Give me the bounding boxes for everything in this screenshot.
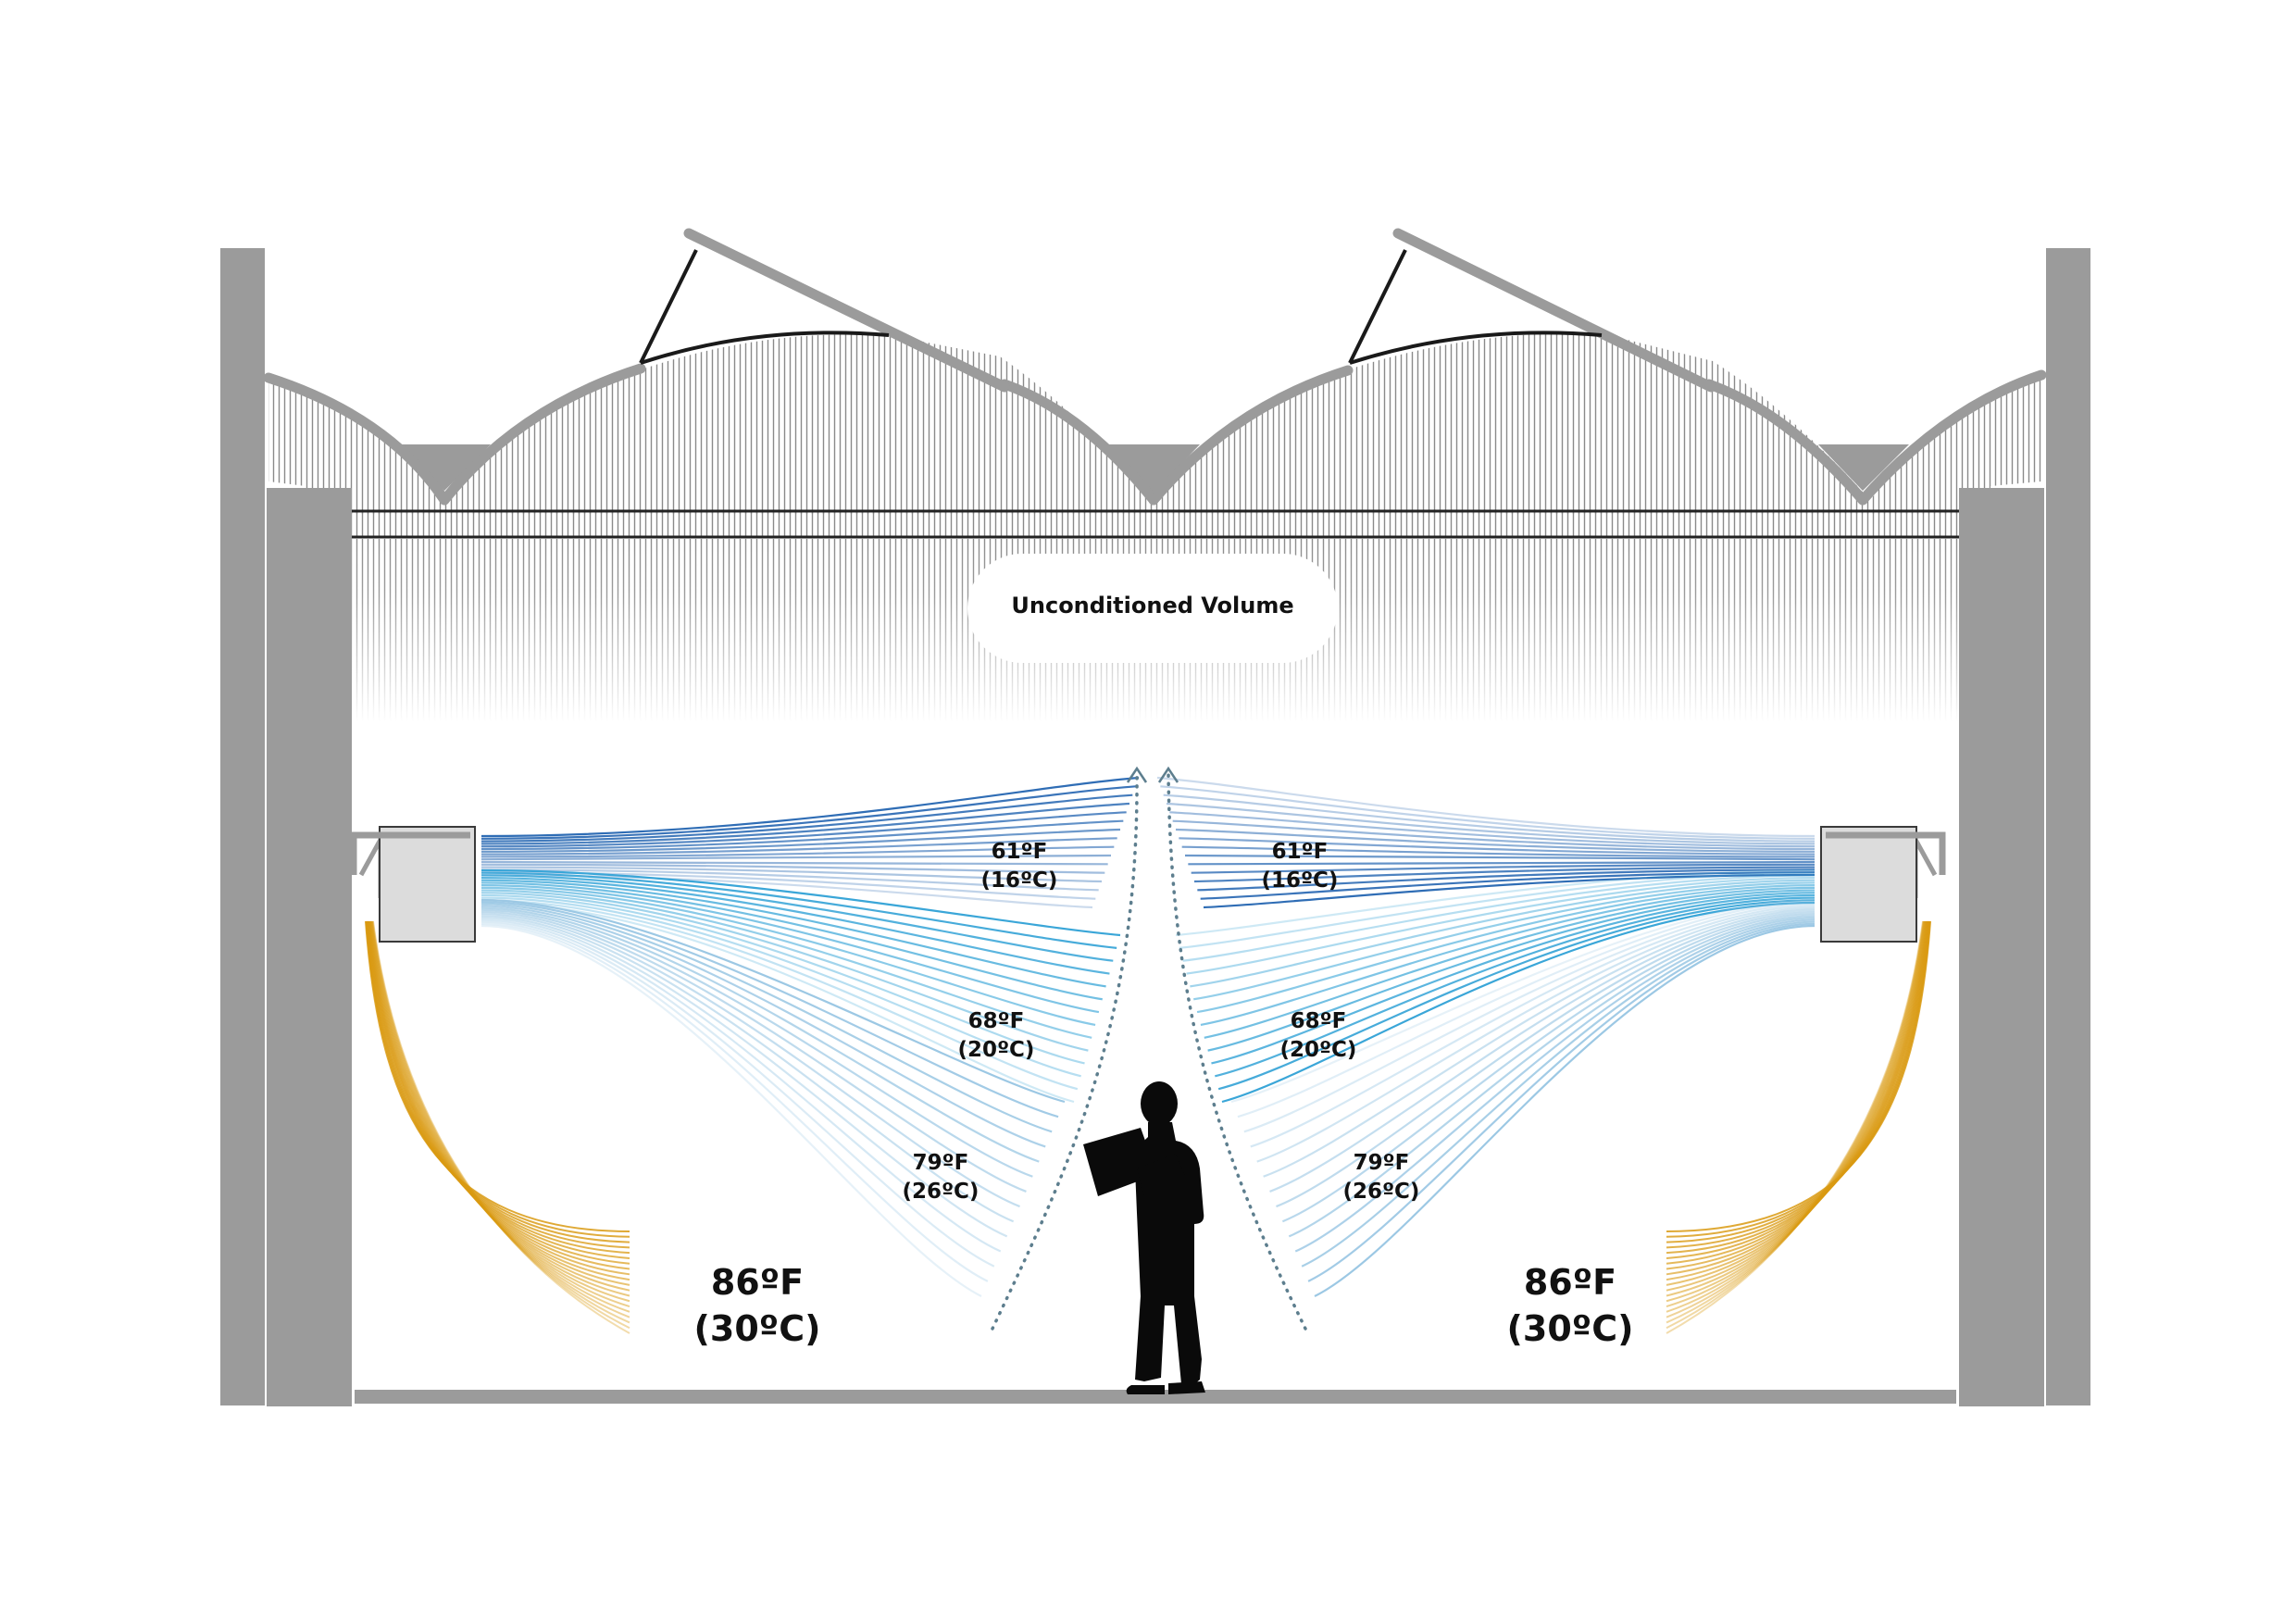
inner-wall-left	[267, 488, 352, 1406]
temperature-labels-right: 61ºF (16ºC) 68ºF (20ºC) 79ºF (26ºC) 86ºF…	[1262, 840, 1634, 1349]
plume-arrowhead-icon	[1126, 766, 1148, 783]
svg-text:(30ºC): (30ºC)	[1507, 1308, 1634, 1349]
air-streams	[480, 776, 1816, 1297]
cool-air-stream-r	[1175, 868, 1816, 1104]
svg-text:79ºF: 79ºF	[913, 1151, 969, 1175]
svg-text:68ºF: 68ºF	[1291, 1009, 1347, 1033]
ceiling-beam	[306, 509, 2004, 539]
svg-text:61ºF: 61ºF	[992, 840, 1048, 864]
svg-text:(30ºC): (30ºC)	[694, 1308, 821, 1349]
heat-streams	[365, 920, 1931, 1334]
plume-dotted-line	[991, 771, 1139, 1330]
svg-text:86ºF: 86ºF	[711, 1262, 804, 1303]
inner-wall-right	[1959, 488, 2044, 1406]
svg-text:79ºF: 79ºF	[1354, 1151, 1410, 1175]
outer-column-right	[2046, 248, 2090, 1405]
svg-text:(20ºC): (20ºC)	[1280, 1038, 1357, 1062]
person-silhouette-icon	[1083, 1081, 1205, 1394]
temperature-labels-left: 61ºF (16ºC) 68ºF (20ºC) 79ºF (26ºC) 86ºF…	[694, 840, 1058, 1349]
gutter-triangle-right	[1818, 444, 1909, 491]
roof-void-hatch	[268, 332, 2041, 514]
svg-text:(16ºC): (16ºC)	[981, 868, 1058, 893]
skylight-stays	[639, 249, 1603, 365]
svg-text:(16ºC): (16ºC)	[1262, 868, 1339, 893]
floor-slab	[355, 1390, 1956, 1404]
svg-text:68ºF: 68ºF	[968, 1009, 1025, 1033]
cold-air-stream-r	[1156, 776, 1816, 909]
skylight-blades	[683, 228, 1716, 393]
warm-air-stream-r	[1666, 920, 1931, 1334]
cold-air-stream-l	[480, 776, 1140, 909]
warm-air-stream-l	[365, 920, 630, 1334]
svg-text:(26ºC): (26ºC)	[903, 1180, 980, 1204]
cool-air-stream-l	[480, 868, 1121, 1104]
unconditioned-volume-label: Unconditioned Volume	[967, 554, 1338, 663]
rising-air-plume	[991, 766, 1307, 1330]
svg-text:86ºF: 86ºF	[1524, 1262, 1616, 1303]
mild-air-stream-l	[480, 898, 1066, 1297]
svg-text:(26ºC): (26ºC)	[1343, 1180, 1420, 1204]
heater-unit-right	[1820, 826, 1946, 943]
plume-arrowhead-icon	[1157, 766, 1179, 783]
svg-text:61ºF: 61ºF	[1272, 840, 1329, 864]
svg-text:(20ºC): (20ºC)	[958, 1038, 1035, 1062]
mild-air-stream-r	[1230, 898, 1816, 1297]
building-structure	[220, 248, 2090, 1406]
gutter-triangle-left	[400, 444, 491, 491]
roof-arches	[263, 363, 2047, 506]
heater-unit-left	[350, 826, 476, 943]
outer-column-left	[220, 248, 265, 1405]
svg-text:Unconditioned Volume: Unconditioned Volume	[1011, 593, 1293, 618]
gutter-triangle-center	[1107, 444, 1200, 493]
